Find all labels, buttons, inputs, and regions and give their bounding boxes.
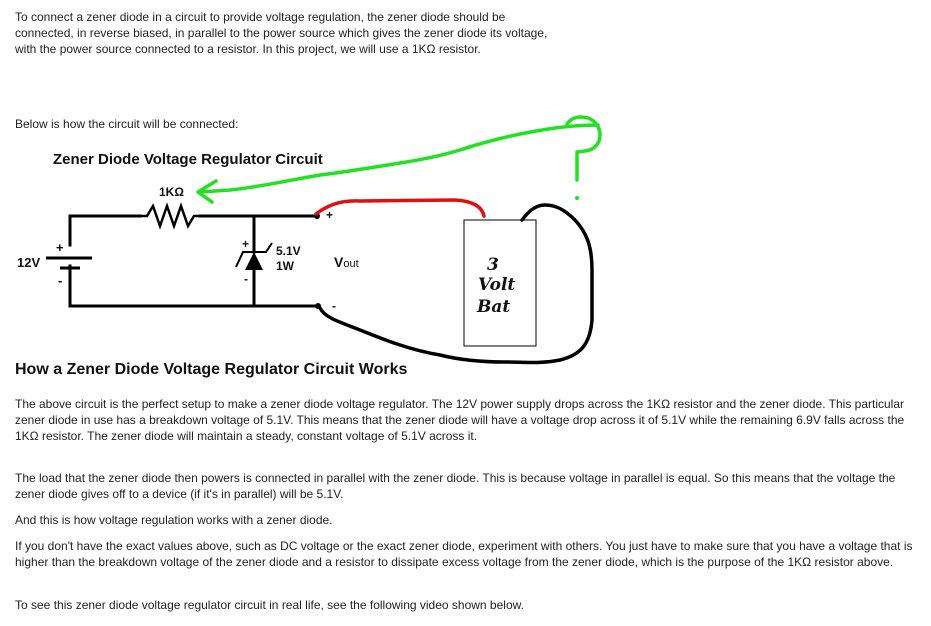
intro-paragraph: To connect a zener diode in a circuit to… (15, 10, 548, 56)
paragraph-video: To see this zener diode voltage regulato… (15, 598, 524, 612)
zener-power-label: 1W (276, 259, 295, 273)
diagram-title: Zener Diode Voltage Regulator Circuit (53, 151, 323, 168)
zener-minus-label: - (244, 272, 248, 286)
circuit-wires (68, 202, 319, 308)
paragraph-how-it-works: The above circuit is the perfect setup t… (15, 397, 905, 443)
source-plus-label: + (56, 240, 64, 255)
battery-3v-box (463, 219, 537, 347)
battery-12v-icon (46, 256, 92, 270)
zener-diode-icon (235, 242, 273, 270)
vout-main: V (334, 254, 344, 270)
battery-label-line3: Bat (476, 297, 510, 317)
paragraph-experiment: If you don't have the exact values above… (15, 539, 913, 569)
zener-voltage-label: 5.1V (276, 244, 301, 258)
question-mark-dot (575, 196, 579, 200)
section-heading: How a Zener Diode Voltage Regulator Circ… (15, 361, 408, 378)
wire-top-left (68, 214, 142, 247)
green-arrowhead-icon (196, 179, 218, 204)
zener-plus-label: + (242, 237, 249, 251)
vout-subscript: out (343, 258, 358, 270)
output-minus-label: - (332, 299, 336, 313)
circuit-intro-text: Below is how the circuit will be connect… (15, 117, 239, 131)
source-minus-label: - (58, 273, 62, 288)
output-terminal-minus (315, 303, 321, 309)
battery-label-line2: Volt (478, 275, 515, 295)
resistor-icon (138, 202, 202, 230)
red-wire-annotation (314, 198, 486, 218)
battery-label-line1: 3 (487, 255, 499, 275)
paragraph-load-parallel: The load that the zener diode then power… (15, 471, 896, 501)
source-voltage-label: 12V (17, 255, 40, 270)
output-plus-label: + (326, 208, 333, 222)
output-terminal-plus (314, 213, 320, 219)
vout-label: Vout (334, 254, 359, 270)
question-mark-icon (565, 115, 602, 182)
paragraph-summary: And this is how voltage regulation works… (15, 513, 333, 527)
resistor-label: 1KΩ (159, 185, 184, 199)
black-wire-annotation (318, 203, 594, 365)
